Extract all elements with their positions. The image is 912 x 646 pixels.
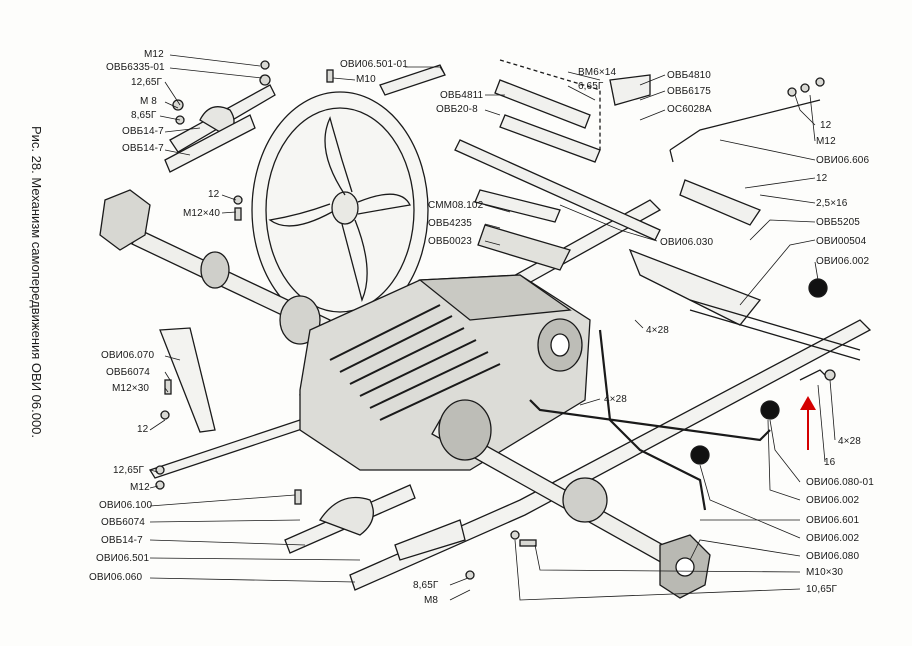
- part-label: 12: [820, 120, 832, 131]
- part-label: ОВИ06.606: [816, 155, 870, 166]
- part-label: 12,65Г: [113, 465, 145, 476]
- part-label: ОВБ4810: [667, 70, 711, 81]
- part-label: ОВИ06.030: [660, 237, 714, 248]
- part-label: 16: [824, 457, 836, 468]
- part-label: 8,65Г: [131, 110, 157, 121]
- lower-clamp: [284, 484, 466, 561]
- part-label: М12: [130, 482, 150, 493]
- part-label: 12,65Г: [131, 77, 163, 88]
- part-label: ОВИ06.080-01: [806, 477, 874, 488]
- frame-rail-lower: [349, 319, 872, 591]
- part-label: М12: [144, 49, 164, 60]
- part-label: ОВИ06.100: [99, 500, 153, 511]
- rods: [454, 99, 861, 511]
- part-label: 2,5×16: [816, 198, 848, 209]
- figure-caption-text: Рис. 28. Механизм самопередвижения ОВИ 0…: [29, 126, 44, 439]
- part-label: ОВБ0023: [428, 236, 472, 247]
- knob-ball: [808, 278, 828, 298]
- part-label: ОВБ4235: [428, 218, 472, 229]
- part-label: ОВИ06.002: [816, 256, 870, 267]
- part-label: 4×28: [604, 394, 627, 405]
- annotation-arrow: [800, 396, 816, 450]
- gearbox-housing: [299, 274, 591, 471]
- part-label: ОВИ06.601: [806, 515, 860, 526]
- part-label: ОВБ6175: [667, 86, 711, 97]
- part-label: ОВИ06.002: [806, 533, 860, 544]
- frame-cross-left: [159, 327, 216, 433]
- part-label: 12: [137, 424, 149, 435]
- part-label: М12×30: [112, 383, 150, 394]
- part-label: 12: [816, 173, 828, 184]
- part-label: М 8: [140, 96, 157, 107]
- part-label: ОС6028А: [667, 104, 712, 115]
- part-label: ОВИ06.002: [806, 495, 860, 506]
- part-label: М8: [424, 595, 439, 606]
- part-label: ОВБ5205: [816, 217, 860, 228]
- part-label: ОВИ06.501: [96, 553, 150, 564]
- part-label: ВМ6×14: [578, 67, 617, 78]
- part-label: ОВБ14-7: [122, 143, 164, 154]
- part-label: 10,65Г: [806, 584, 838, 595]
- knob-ball: [760, 400, 780, 420]
- part-label: 4×28: [838, 436, 861, 447]
- part-label: М10: [356, 74, 376, 85]
- part-label: М10×30: [806, 567, 844, 578]
- part-label: 8,65Г: [413, 580, 439, 591]
- part-label: 12: [208, 189, 220, 200]
- part-label: М12: [816, 136, 836, 147]
- part-label: ОВИ06.070: [101, 350, 155, 361]
- part-label: ОВБ6074: [101, 517, 145, 528]
- part-label: ОВИ06.501-01: [340, 59, 408, 70]
- part-label: ОВБ6074: [106, 367, 150, 378]
- part-label: ОВБ14-7: [122, 126, 164, 137]
- part-label: ОВБ6335-01: [106, 62, 165, 73]
- part-label: СММ08.102: [428, 200, 484, 211]
- part-label: ОВБ14-7: [101, 535, 143, 546]
- knob-ball: [690, 445, 710, 465]
- left-clamps: [164, 64, 446, 173]
- part-label: ОВБ20-8: [436, 104, 478, 115]
- part-label: ОВБ4811: [440, 90, 484, 101]
- part-label: 6,65Г: [578, 81, 604, 92]
- part-label: 4×28: [646, 325, 669, 336]
- top-plates: [474, 59, 651, 271]
- output-shaft: [431, 399, 711, 599]
- part-label: М12×40: [183, 208, 221, 219]
- part-label: ОВИ06.060: [89, 572, 143, 583]
- leader-lines: [149, 54, 836, 601]
- part-label: ОВИ06.080: [806, 551, 860, 562]
- fasteners: [155, 60, 836, 580]
- figure-caption: Рис. 28. Механизм самопередвижения ОВИ 0…: [29, 126, 44, 526]
- part-label: ОВИ00504: [816, 236, 867, 247]
- pulley-wheel: [251, 91, 429, 329]
